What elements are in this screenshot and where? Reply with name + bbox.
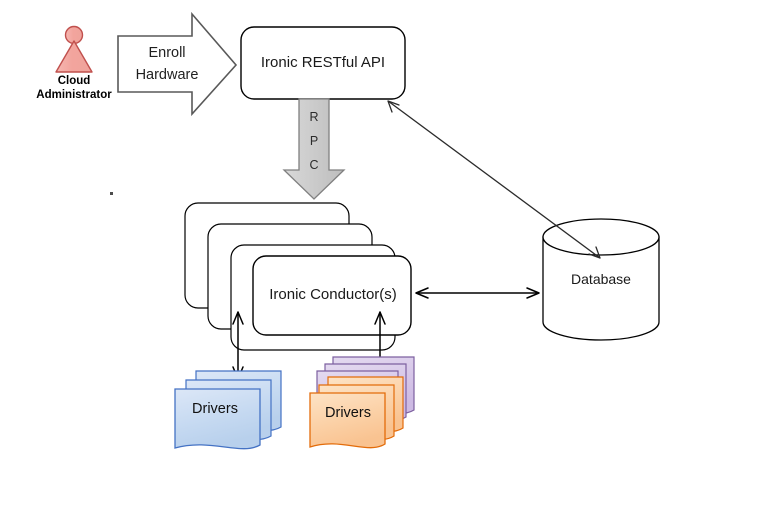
conductor-layer-front — [252, 255, 412, 336]
enroll-hardware-arrow-shape — [117, 11, 238, 117]
ironic-restful-api-box[interactable] — [240, 26, 406, 100]
drivers-orange-layer-front — [309, 392, 386, 449]
rpc-arrow-shape — [282, 98, 346, 200]
cloud-administrator-icon — [55, 25, 93, 73]
ironic-conductor-stack[interactable] — [184, 202, 412, 351]
drivers-orange-stack[interactable] — [309, 356, 415, 449]
speck-artifact — [110, 192, 113, 195]
drivers-blue-layer-front — [174, 388, 261, 450]
drivers-blue-stack[interactable] — [174, 370, 282, 450]
conductor-to-database-connector — [415, 287, 540, 299]
api-to-database-connector — [387, 100, 601, 259]
database-cylinder-shape[interactable] — [542, 218, 660, 341]
